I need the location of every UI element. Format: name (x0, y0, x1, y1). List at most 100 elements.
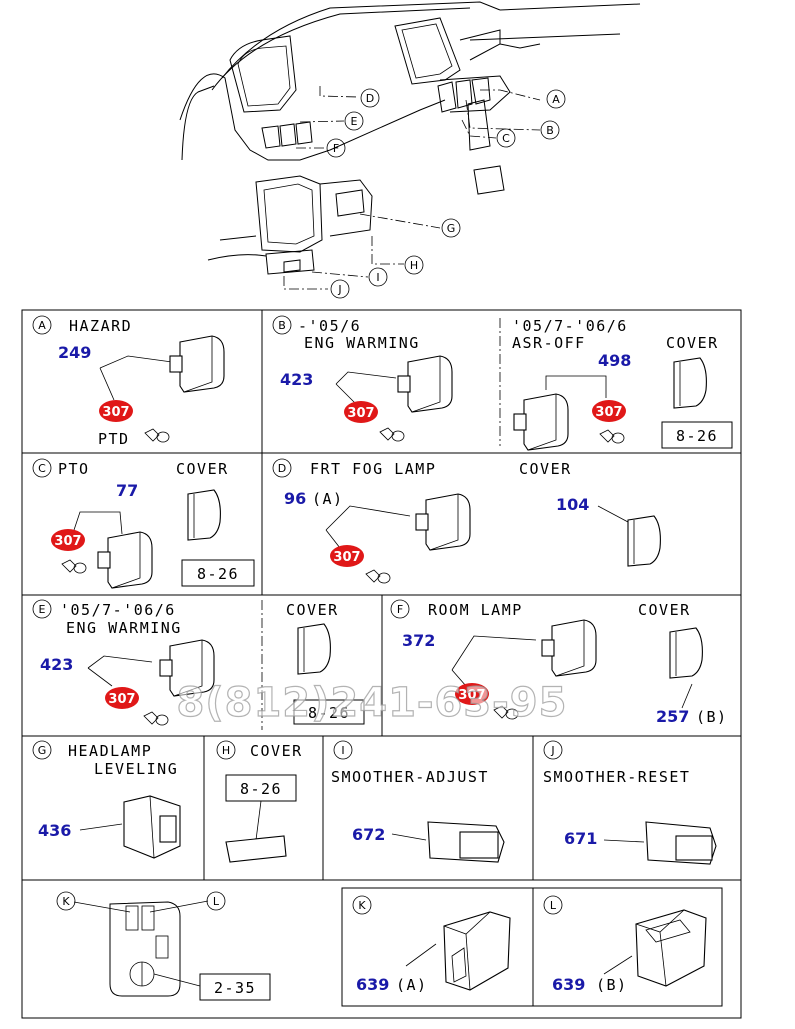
panel-h-cover: H COVER 8-26 (216, 740, 303, 863)
panel-a-part-number: 249 (58, 343, 91, 362)
panel-b-asr-off: '05/7-'06/6 ASR-OFF COVER 498 307 8-26 (512, 317, 733, 451)
panel-g-title-2: LEVELING (94, 760, 178, 778)
panel-f-cover-suffix: (B) (696, 708, 728, 726)
grid-frame (21, 309, 742, 1019)
asr-off-switch-icon (513, 393, 569, 451)
dashboard-overview: D E F A B C G H I J (179, 1, 641, 299)
panel-j-part-number: 671 (564, 829, 597, 848)
callout-e-label: E (351, 115, 358, 128)
panel-c-cover-label: COVER (176, 460, 229, 478)
panel-c-letter: C (38, 462, 46, 475)
panel-b-part-number: 423 (280, 370, 313, 389)
panel-d-cover-part-number: 104 (556, 495, 589, 514)
panel-g-part-number: 436 (38, 821, 71, 840)
room-lamp-switch-icon (541, 619, 597, 677)
panel-k-part-number: 639 (356, 975, 389, 994)
panel-a-badge-text: 307 (102, 405, 129, 420)
panel-c-pto: C PTO COVER 77 307 8-26 (32, 458, 255, 589)
panel-f-room-lamp: F ROOM LAMP COVER 372 307 257 (B) (390, 599, 728, 726)
panel-f-part-number: 372 (402, 631, 435, 650)
badge-307 (592, 400, 626, 422)
panel-k-suffix: (A) (396, 976, 428, 994)
panel-j-smoother-reset: J SMOOTHER-RESET 671 (543, 740, 717, 865)
panel-f-badge-text: 307 (458, 688, 485, 703)
panel-e-badge-text: 307 (108, 692, 135, 707)
panel-g-title-1: HEADLAMP (68, 742, 152, 760)
panel-d-frt-fog-lamp: D FRT FOG LAMP COVER 96 (A) 307 104 (272, 458, 661, 584)
callout-c-label: C (502, 132, 510, 145)
bulb-icon (61, 559, 87, 574)
panel-b2-title-2: ASR-OFF (512, 334, 586, 352)
panel-c-badge-text: 307 (54, 534, 81, 549)
badge-307 (455, 683, 489, 705)
panel-b-title-1: -'05/6 (298, 317, 361, 335)
callout-f-label: F (333, 142, 339, 155)
pto-switch-icon (97, 531, 153, 589)
panel-c-ref: 8-26 (197, 565, 239, 583)
panel-l-part-number: 639 (552, 975, 585, 994)
panel-a-letter: A (38, 319, 46, 332)
panel-e-eng-warming: E '05/7-'06/6 ENG WARMING COVER 423 307 … (32, 599, 365, 726)
panel-l: L 639 (B) (543, 895, 707, 994)
panel-b2-badge-text: 307 (595, 405, 622, 420)
panel-b-letter: B (278, 319, 286, 332)
panel-b-eng-warming: B -'05/6 ENG WARMING 423 307 (272, 315, 453, 442)
callout-i-label: I (376, 271, 379, 284)
panel-b2-cover-label: COVER (666, 334, 719, 352)
panel-c-part-number: 77 (116, 481, 138, 500)
panel-d-title: FRT FOG LAMP (310, 460, 436, 478)
panel-i-part-number: 672 (352, 825, 385, 844)
callout-h-label: H (410, 259, 418, 272)
panel-g-letter: G (38, 744, 47, 757)
hazard-switch-icon (169, 335, 225, 393)
badge-307 (344, 401, 378, 423)
badge-307 (51, 529, 85, 551)
panel-b2-part-number: 498 (598, 351, 631, 370)
panel-b2-ref: 8-26 (676, 427, 718, 445)
panel-d-cover-label: COVER (519, 460, 572, 478)
panel-k: K 639 (A) (352, 895, 511, 994)
panel-a-hazard: A HAZARD 249 307 PTD (32, 315, 225, 448)
panel-j-title: SMOOTHER-RESET (543, 768, 690, 786)
panel-e-letter: E (39, 603, 46, 616)
panel-h-letter: H (222, 744, 230, 757)
panel-f-cover-label: COVER (638, 601, 691, 619)
panel-e-ref: 8-26 (308, 704, 350, 722)
panel-e-cover-label: COVER (286, 601, 339, 619)
cover-icon (627, 515, 661, 567)
panel-i-smoother-adjust: I SMOOTHER-ADJUST 672 (331, 740, 505, 863)
cover-icon (673, 357, 707, 409)
panel-kl-l-letter: L (213, 895, 220, 908)
panel-kl-location: K L 2-35 (56, 891, 271, 1001)
panel-d-badge-text: 307 (333, 550, 360, 565)
panel-b2-title-1: '05/7-'06/6 (512, 317, 628, 335)
cover-icon (297, 623, 331, 675)
panel-h-title: COVER (250, 742, 303, 760)
cover-icon (669, 627, 703, 679)
panel-b-title-2: ENG WARMING (304, 334, 420, 352)
panel-l-suffix: (B) (596, 976, 628, 994)
panel-f-letter: F (397, 603, 403, 616)
callout-d-label: D (366, 92, 374, 105)
bulb-icon (365, 569, 391, 584)
badge-307 (330, 545, 364, 567)
panel-e-title-1: '05/7-'06/6 (60, 601, 176, 619)
panel-j-letter: J (550, 744, 554, 757)
panel-i-title: SMOOTHER-ADJUST (331, 768, 489, 786)
phone-watermark: 8(812)241-63-95 (177, 680, 568, 726)
panel-d-letter: D (278, 462, 286, 475)
panel-f-title: ROOM LAMP (428, 601, 523, 619)
callout-g-label: G (447, 222, 456, 235)
panel-e-part-number: 423 (40, 655, 73, 674)
panel-e-title-2: ENG WARMING (66, 619, 182, 637)
badge-307 (99, 400, 133, 422)
bulb-icon (143, 711, 169, 726)
panel-k-letter: K (358, 899, 366, 912)
callout-j-label: J (337, 283, 341, 296)
callout-a-label: A (552, 93, 560, 106)
bulb-icon (379, 427, 405, 442)
panel-d-part-number: 96 (284, 489, 306, 508)
panel-h-ref: 8-26 (240, 780, 282, 798)
panel-b-badge-text: 307 (347, 406, 374, 421)
